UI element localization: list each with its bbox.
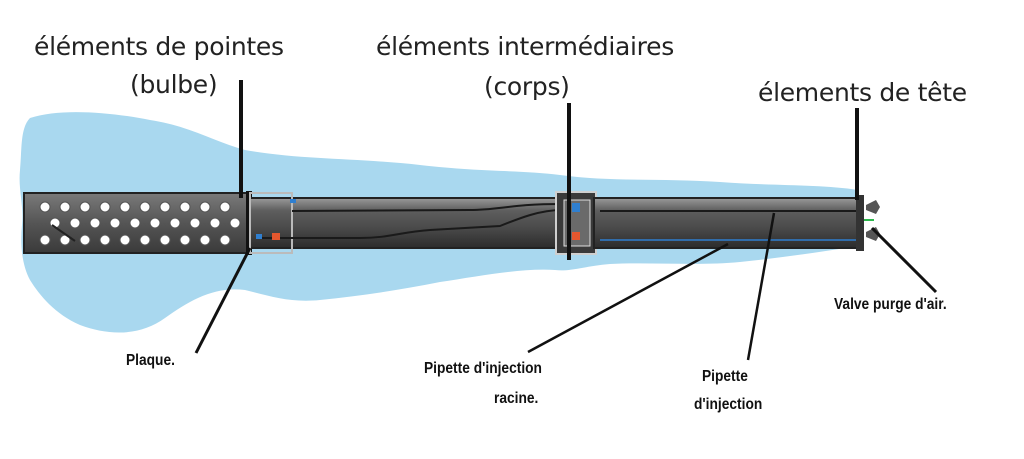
- body-sleeve: [249, 192, 293, 254]
- root-pipe-label-line2: racine.: [494, 390, 539, 407]
- mid-elements-label: éléments intermédiaires: [376, 32, 674, 61]
- blue-marker-2: [256, 234, 262, 239]
- blue-marker-1: [290, 199, 296, 203]
- mid-sub-label: (corps): [484, 72, 570, 101]
- inj-pipe-leader: [746, 212, 776, 361]
- bulb-inner-line: [51, 224, 76, 242]
- head-cap: [856, 195, 864, 251]
- body-inner-pipe: [291, 203, 563, 212]
- root-injection-pipe: [262, 209, 563, 239]
- coupler-blue: [572, 203, 580, 212]
- plate-leader: [194, 247, 252, 354]
- valve-leader: [870, 226, 938, 294]
- inj-pipe-label-line2: d'injection: [694, 396, 763, 413]
- orange-marker: [272, 233, 280, 240]
- root-pipe-label-line1: Pipette d'injection: [424, 360, 542, 377]
- air-valve-label: Valve purge d'air.: [834, 296, 947, 313]
- coupler-orange: [572, 232, 580, 240]
- tip-elements-label: éléments de pointes: [34, 32, 284, 61]
- root-pipe-leader: [527, 242, 729, 354]
- head-elements-label: élements de tête: [758, 78, 967, 107]
- inj-pipe-label-line1: Pipette: [702, 368, 748, 385]
- plate-label: Plaque.: [126, 352, 175, 369]
- bulb-holes: [39, 201, 241, 246]
- tip-sub-label: (bulbe): [130, 70, 218, 99]
